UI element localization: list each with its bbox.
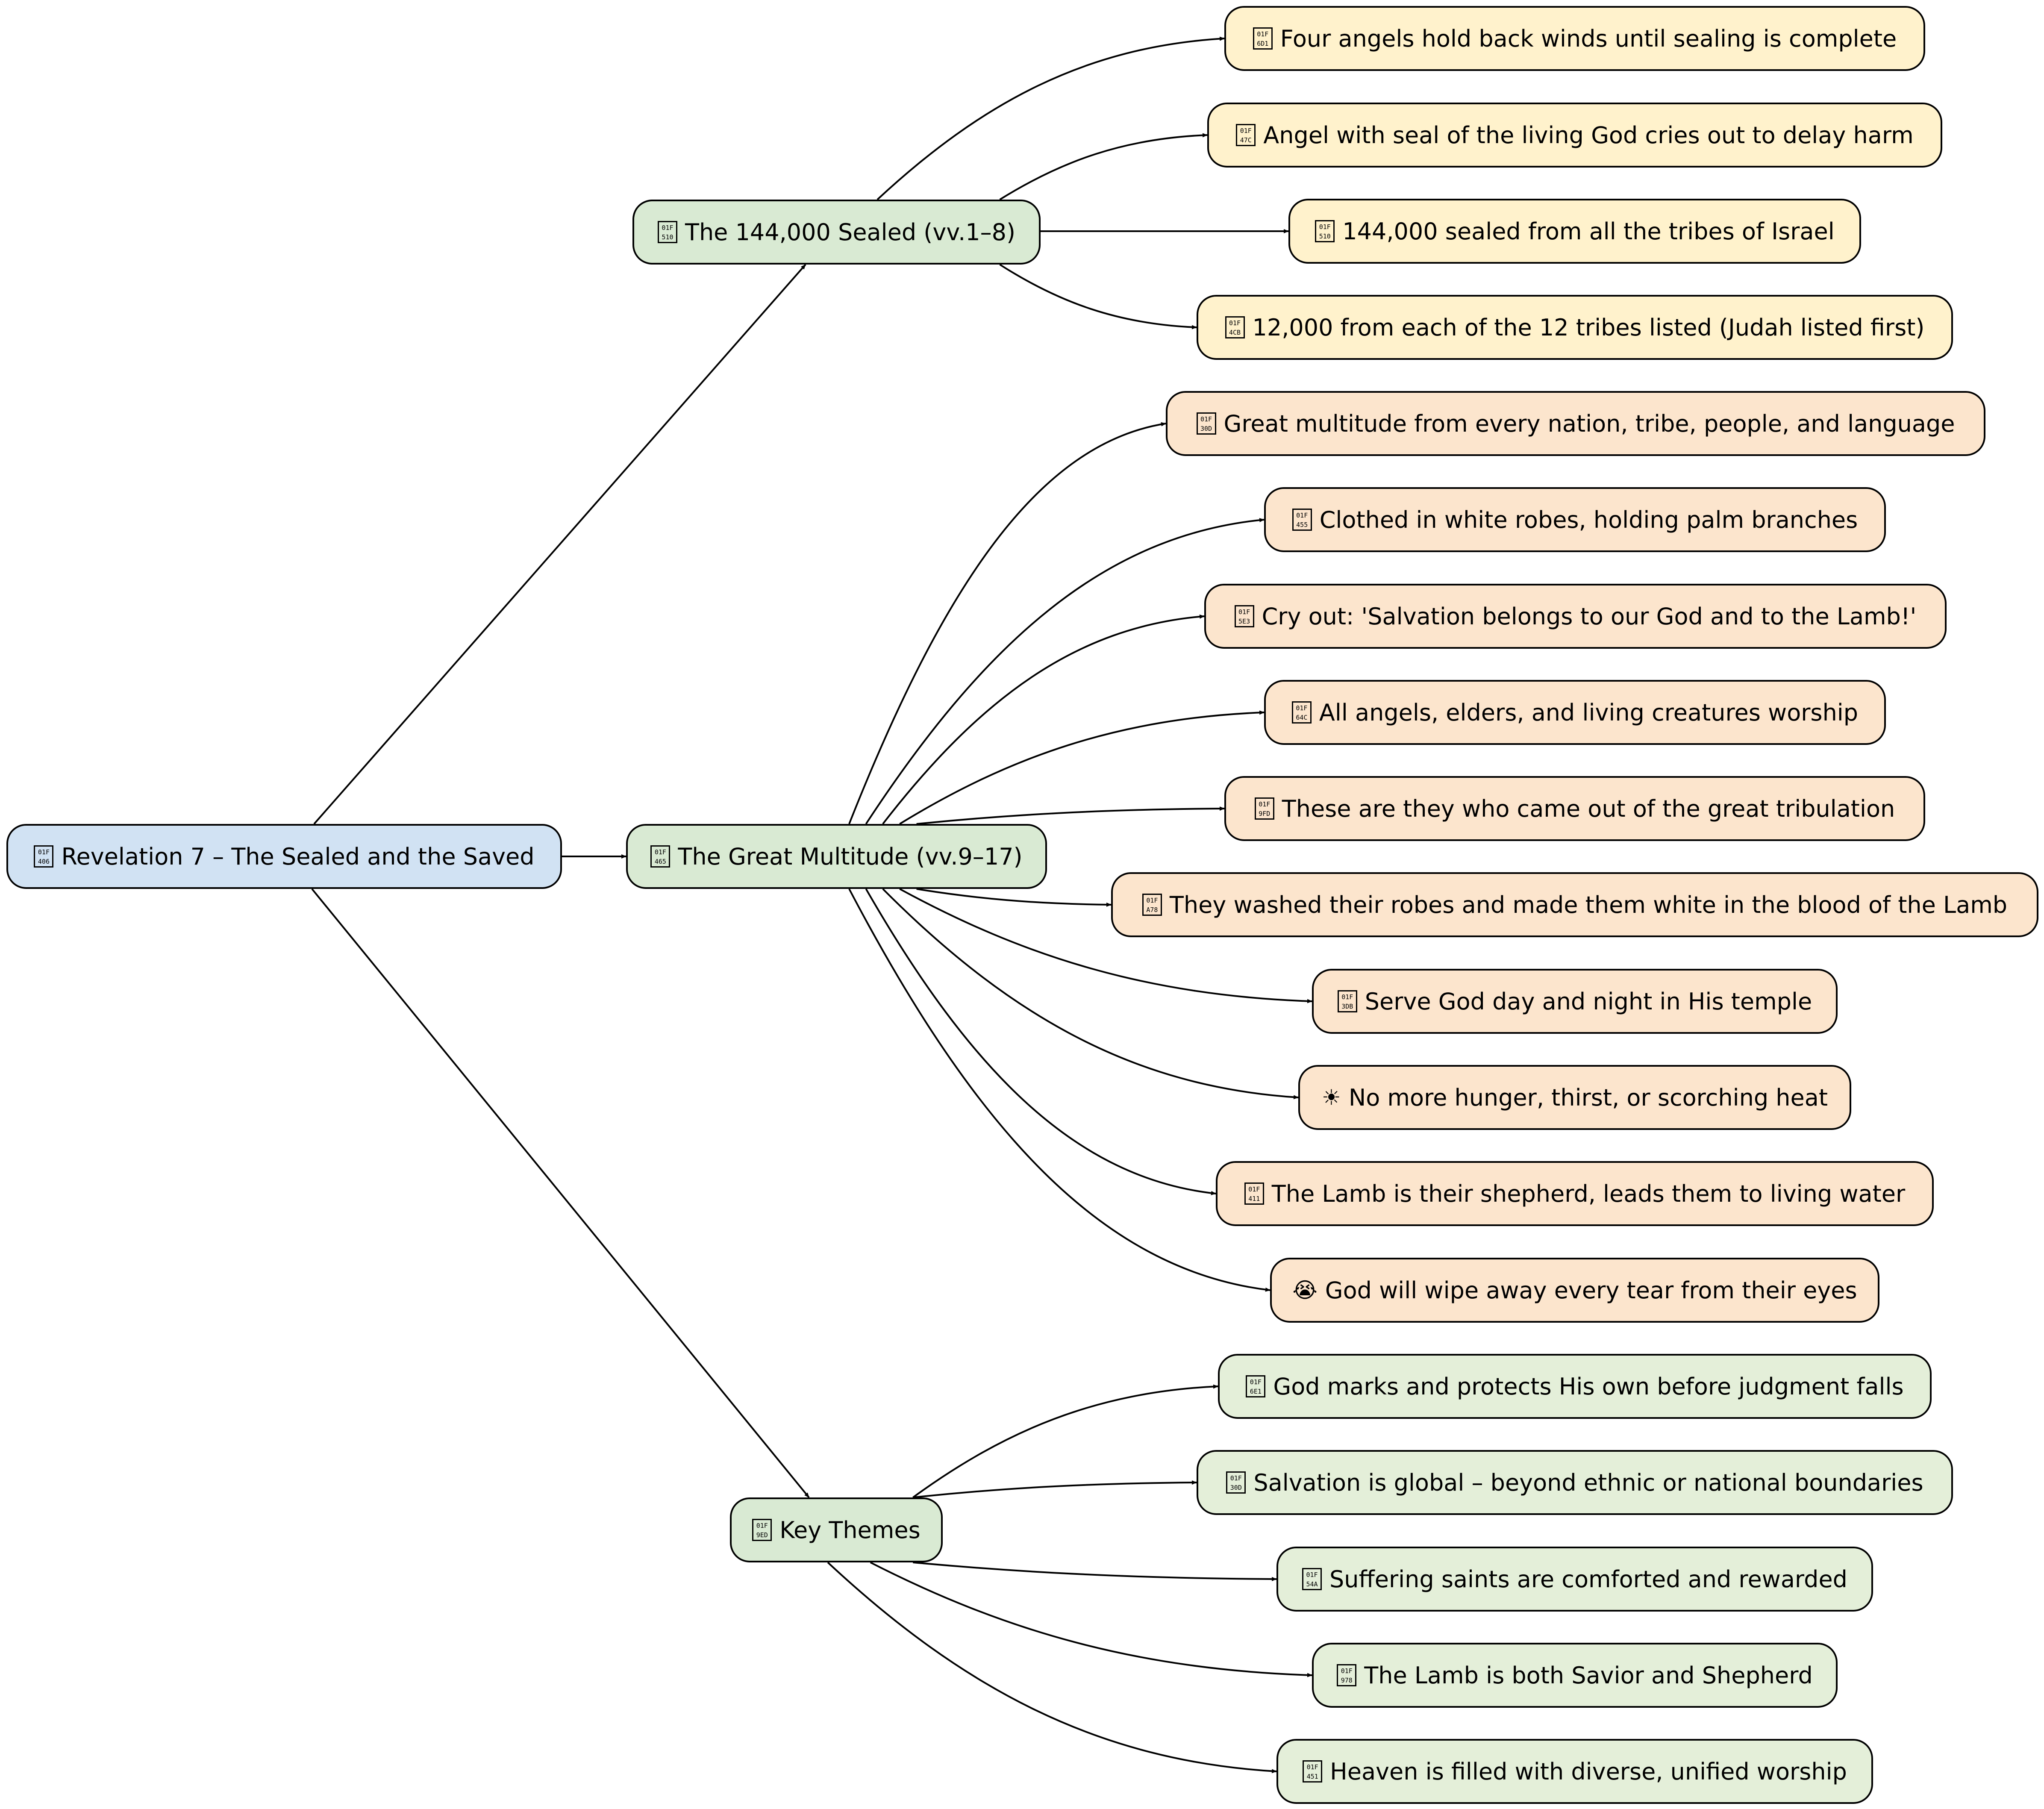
leaf-node-m10: 😭 God will wipe away every tear from thei…	[1270, 1258, 1879, 1323]
edge-root-themes	[311, 888, 810, 1498]
node-label: The Great Multitude (vv.9–17)	[678, 843, 1023, 870]
node-label: Four angels hold back winds until sealin…	[1280, 25, 1897, 52]
edge-multitude-m5	[916, 806, 1225, 825]
node-label: Angel with seal of the living God cries …	[1263, 121, 1914, 149]
node-label: They washed their robes and made them wh…	[1169, 891, 2008, 918]
node-label: God marks and protects His own before ju…	[1273, 1373, 1904, 1400]
sun-icon: ☀	[1322, 1085, 1341, 1110]
node-label: Great multitude from every nation, tribe…	[1223, 410, 1955, 437]
node-label: Revelation 7 – The Sealed and the Saved	[61, 843, 535, 870]
node-label: These are they who came out of the great…	[1282, 795, 1895, 822]
node-label: No more hunger, thirst, or scorching hea…	[1348, 1084, 1828, 1111]
edge-sealed-s4	[999, 264, 1197, 329]
node-label: Cry out: 'Salvation belongs to our God a…	[1262, 603, 1917, 630]
leaf-node-m8: ☀ No more hunger, thirst, or scorching he…	[1298, 1065, 1851, 1130]
node-label: All angels, elders, and living creatures…	[1319, 699, 1859, 726]
edge-multitude-m4	[899, 710, 1265, 825]
node-label: Serve God day and night in His temple	[1365, 988, 1812, 1015]
edge-themes-t3	[913, 1562, 1277, 1581]
edge-multitude-m10	[848, 888, 1271, 1292]
node-label: Key Themes	[779, 1516, 921, 1544]
edge-themes-t2	[913, 1480, 1197, 1498]
node-label: Suffering saints are comforted and rewar…	[1329, 1565, 1847, 1593]
edge-multitude-m8	[882, 888, 1299, 1100]
edge-multitude-m7	[899, 888, 1312, 1003]
node-label: God will wipe away every tear from their…	[1325, 1277, 1857, 1304]
edge-multitude-m2	[865, 518, 1265, 825]
edge-sealed-s2	[999, 133, 1208, 200]
edge-root-sealed	[313, 264, 806, 825]
node-label: Heaven is filled with diverse, unified w…	[1330, 1758, 1847, 1785]
edge-multitude-m6	[916, 888, 1112, 907]
edge-multitude-m3	[882, 614, 1205, 825]
edge-multitude-m9	[865, 888, 1216, 1195]
node-label: 12,000 from each of the 12 tribes listed…	[1252, 314, 1925, 341]
edge-sealed-s1	[876, 36, 1225, 200]
node-label: Salvation is global – beyond ethnic or n…	[1253, 1469, 1923, 1496]
edge-themes-t1	[912, 1384, 1218, 1498]
node-label: 144,000 sealed from all the tribes of Is…	[1342, 218, 1835, 245]
edge-themes-t5	[827, 1562, 1277, 1774]
edge-multitude-m1	[848, 422, 1166, 824]
edge-themes-t4	[870, 1562, 1312, 1677]
node-label: The 144,000 Sealed (vv.1–8)	[685, 218, 1016, 246]
node-label: Clothed in white robes, holding palm bra…	[1319, 506, 1858, 533]
node-label: The Lamb is both Savior and Shepherd	[1364, 1662, 1813, 1689]
crying-face-icon: 😭	[1292, 1278, 1318, 1303]
node-label: The Lamb is their shepherd, leads them t…	[1271, 1180, 1906, 1207]
